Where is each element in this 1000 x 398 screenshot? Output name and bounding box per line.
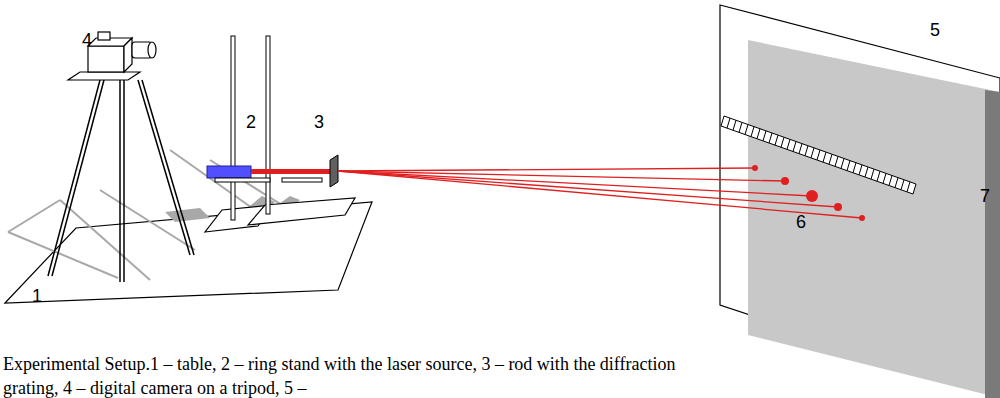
callout-number: 4: [82, 30, 92, 50]
ruler-tick: [835, 156, 838, 166]
camera-shadow: [165, 208, 210, 222]
ruler: [721, 116, 916, 194]
camera-platform: [68, 72, 140, 80]
ruler-tick: [883, 173, 886, 183]
diffraction-grating: [330, 155, 338, 187]
callout-number: 7: [980, 186, 990, 206]
ruler-tick: [745, 125, 748, 135]
ruler-tick: [901, 180, 904, 190]
ruler-tick: [859, 165, 862, 175]
ruler-tick: [769, 133, 772, 143]
camera-body: [88, 46, 124, 72]
ruler-tick: [805, 146, 808, 156]
diffraction-spots: [752, 165, 865, 221]
callout-number: 5: [930, 20, 940, 40]
stand-rod: [266, 36, 270, 214]
ruler-tick: [895, 178, 898, 188]
screen-shadow: [985, 90, 1000, 398]
laser-clamp: [215, 178, 270, 182]
ruler-tick: [829, 154, 832, 164]
ruler-tick: [787, 139, 790, 149]
ruler-tick: [763, 131, 766, 141]
camera-finder: [98, 32, 110, 40]
ruler-tick: [727, 118, 730, 128]
ruler-tick: [823, 152, 826, 162]
ruler-tick: [877, 171, 880, 181]
lens-front: [148, 42, 156, 58]
camera-side: [124, 38, 132, 72]
ruler-tick: [751, 127, 754, 137]
ruler-tick: [871, 169, 874, 179]
stand-rod: [231, 36, 235, 220]
ruler-tick: [781, 137, 784, 147]
ruler-tick: [739, 122, 742, 132]
laser-beam: [251, 169, 331, 174]
ruler-tick: [865, 167, 868, 177]
ruler-tick: [889, 176, 892, 186]
callout-number: 1: [32, 286, 42, 306]
callout-number: 2: [246, 112, 256, 132]
ruler-tick: [853, 163, 856, 173]
ruler-tick: [817, 150, 820, 160]
diffracted-beams: [338, 168, 862, 218]
ruler-tick: [799, 144, 802, 154]
tripod: [48, 80, 194, 282]
laser-source: [207, 166, 251, 178]
ruler-tick: [811, 148, 814, 158]
screen-paper: [748, 40, 1000, 398]
ruler-tick: [793, 142, 796, 152]
grating-rod: [282, 178, 322, 182]
callout-number: 6: [796, 212, 806, 232]
callout-number: 3: [314, 112, 324, 132]
ruler-tick: [841, 159, 844, 169]
ruler-tick: [847, 161, 850, 171]
ruler-tick: [907, 182, 910, 192]
ruler-tick: [775, 135, 778, 145]
ruler-tick: [733, 120, 736, 130]
shadows: [8, 150, 290, 280]
ruler-tick: [757, 129, 760, 139]
stand-base: [248, 198, 355, 225]
figure-caption: Experimental Setup.1 – table, 2 – ring s…: [3, 352, 703, 398]
